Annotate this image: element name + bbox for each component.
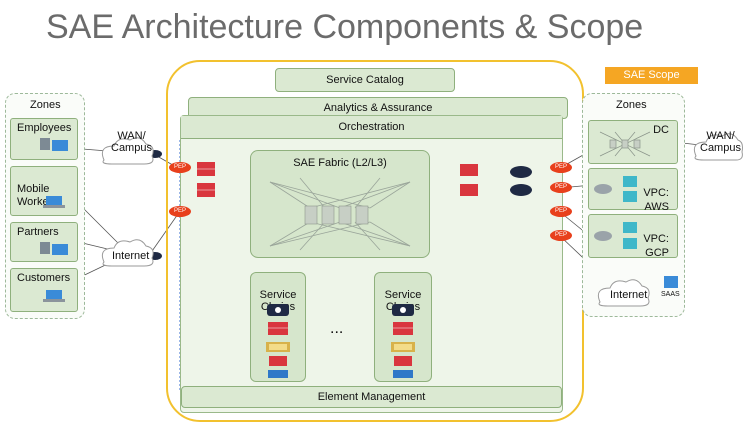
laptop-icon: [43, 196, 65, 208]
router-icon: [392, 304, 414, 316]
zone-dc: DC: [588, 120, 678, 164]
appliance-icon: [266, 342, 290, 352]
firewall-icon: [460, 184, 478, 196]
appliance-icon: [391, 342, 415, 352]
saas-label: SAAS: [661, 291, 680, 298]
load-balancer-icon: [268, 370, 288, 378]
zone-customers-label: Customers: [17, 272, 71, 284]
sae-fabric-label: SAE Fabric (L2/L3): [293, 157, 387, 169]
sae-scope-tag: SAE Scope: [605, 67, 698, 84]
saas-icon: [664, 276, 678, 288]
pep-marker: PEP: [550, 162, 572, 173]
page-title: SAE Architecture Components & Scope: [46, 8, 644, 46]
service-chain-1-devices: [266, 304, 290, 378]
firewall-icon: [268, 322, 288, 335]
zone-vpc-aws-label: VPC: AWS: [643, 187, 669, 213]
firewall-icon: [197, 183, 215, 197]
vm-icon: [623, 176, 637, 202]
firewall-icon: [197, 162, 215, 176]
firewall-icon: [269, 356, 287, 366]
service-chain-box-1: Service Chains: [250, 272, 306, 382]
zone-dc-label: DC: [653, 124, 669, 136]
orchestration-label: Orchestration: [181, 116, 562, 139]
left-internet-label: Internet: [112, 250, 150, 262]
analytics-label: Analytics & Assurance: [323, 102, 433, 114]
laptop-icon: [43, 290, 65, 302]
ellipsis: ...: [330, 320, 344, 337]
load-balancer-icon: [393, 370, 413, 378]
cloud-icon: [597, 133, 743, 307]
pep-marker: PEP: [169, 206, 191, 217]
service-catalog-label: Service Catalog: [326, 74, 404, 86]
zone-customers: Customers: [10, 268, 78, 312]
pep-marker: PEP: [550, 230, 572, 241]
dc-mesh-icon: [599, 131, 651, 157]
desktop-icon: [40, 242, 68, 255]
firewall-icon: [394, 356, 412, 366]
router-icon: [594, 184, 612, 194]
router-icon: [510, 166, 532, 178]
left-wan-campus-label: WAN/ Campus: [111, 130, 152, 154]
zone-partners-label: Partners: [17, 226, 59, 238]
right-internet-label: Internet: [610, 289, 648, 301]
firewall-icon: [393, 322, 413, 335]
right-zones-heading: Zones: [616, 99, 647, 111]
element-management-layer: Element Management: [181, 386, 562, 408]
service-catalog-layer: Service Catalog: [275, 68, 455, 92]
zone-vpc-gcp-label: VPC: GCP: [643, 233, 669, 259]
desktop-icon: [40, 138, 68, 151]
router-icon: [594, 231, 612, 241]
left-zones-heading: Zones: [30, 99, 61, 111]
element-management-label: Element Management: [317, 391, 426, 403]
router-icon: [510, 184, 532, 196]
fabric-mesh-graphic: [269, 177, 411, 251]
cloud-icon: [101, 137, 154, 267]
vm-icon: [623, 222, 637, 249]
zone-employees-label: Employees: [17, 122, 72, 134]
right-wan-campus-label: WAN/ Campus: [700, 130, 741, 154]
pep-marker: PEP: [550, 182, 572, 193]
pep-marker: PEP: [169, 162, 191, 173]
zone-vpc-gcp: VPC: GCP: [588, 214, 678, 259]
pep-marker: PEP: [550, 206, 572, 217]
firewall-icon: [460, 164, 478, 176]
router-icon: [267, 304, 289, 316]
service-chain-2-devices: [391, 304, 415, 378]
